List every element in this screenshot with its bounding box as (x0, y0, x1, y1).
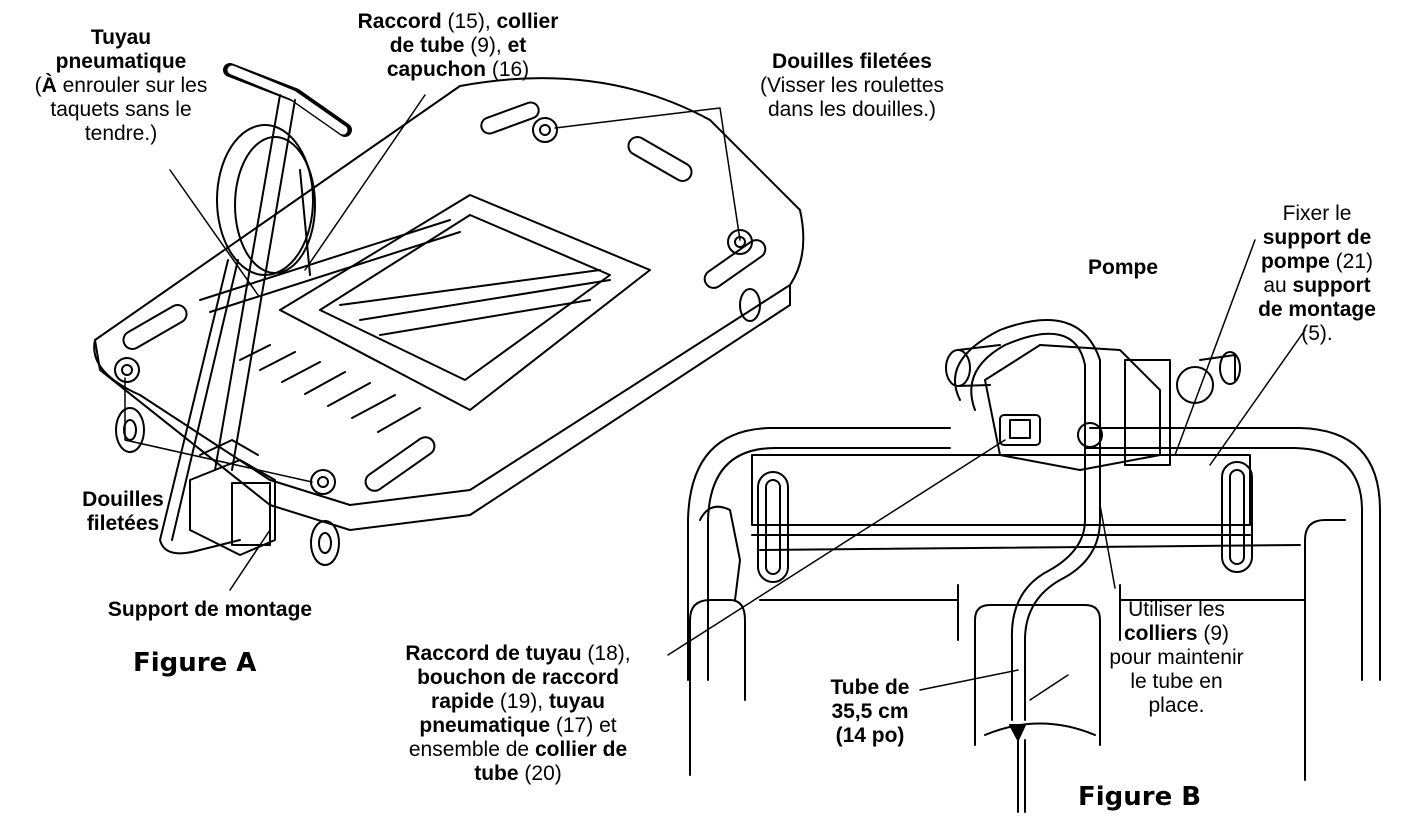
pump-unit (945, 344, 1241, 471)
figure-b-cart (687, 319, 1381, 813)
label-clamps-l5: place. (1148, 694, 1205, 717)
label-pump-text: Pompe (1087, 256, 1158, 279)
figure-b-caption: Figure B (1078, 782, 1202, 812)
label-hose-fitting: Raccord de tuyau (18), bouchon de raccor… (368, 642, 668, 786)
label-fitting-n1: (15), (441, 10, 497, 33)
label-fitting-b3a: et (507, 34, 527, 57)
label-hose-fitting-b4: tuyau (548, 690, 605, 713)
label-pump-bracket-b2: pompe (1260, 250, 1330, 273)
label-hose-fitting-n6: ensemble de (408, 738, 535, 761)
label-fitting-n2: (9), (464, 34, 508, 57)
label-pump-bracket-b4: de montage (1258, 298, 1376, 321)
label-pump-bracket-n3: au (1263, 274, 1293, 297)
label-threaded-sockets-left: Douilles filetées (68, 488, 178, 536)
label-tube-l1: Tube de (830, 676, 910, 699)
label-clamps-l1: Utiliser les (1128, 598, 1225, 621)
label-mount-bracket-text: Support de montage (107, 598, 313, 621)
label-clamps-l4: le tube en (1130, 670, 1223, 693)
threaded-sockets (114, 117, 753, 495)
label-threaded-top-title: Douilles filetées (772, 50, 932, 73)
label-air-hose-open: ( (34, 74, 42, 97)
figure-a-cart (93, 63, 805, 566)
label-hose-fitting-n5: (17) et (550, 714, 617, 737)
label-fitting-b2a: collier (496, 10, 559, 33)
label-threaded-left-2: filetées (86, 512, 160, 535)
figure-a-caption: Figure A (133, 648, 257, 678)
label-air-hose-rest-3: tendre.) (84, 122, 158, 145)
label-fitting-b1: Raccord (357, 10, 442, 33)
label-hose-fitting-b7: tube (474, 762, 519, 785)
label-air-hose-title-2: pneumatique (55, 50, 187, 73)
label-hose-fitting-n1: (18), (581, 642, 631, 665)
label-hose-fitting-b1: Raccord de tuyau (405, 642, 582, 665)
deck-ribs (199, 219, 461, 433)
leader-lines (124, 94, 1306, 701)
label-pump-bracket-b3: support (1292, 274, 1371, 297)
label-threaded-top-note-1: (Visser les roulettes (759, 74, 945, 97)
label-mount-bracket: Support de montage (70, 598, 350, 622)
suction-tube (954, 319, 1103, 813)
pump-box (189, 439, 276, 556)
label-air-hose-rest-1: enrouler sur les (56, 74, 208, 97)
label-fitting-n3: (16) (486, 58, 530, 81)
label-hose-fitting-b5: pneumatique (419, 714, 551, 737)
label-air-hose: Tuyau pneumatique (À enrouler sur les ta… (6, 26, 236, 146)
label-fitting-b3b: capuchon (386, 58, 486, 81)
label-pump-bracket: Fixer le support de pompe (21) au suppor… (1228, 202, 1406, 346)
label-threaded-top-note-2: dans les douilles.) (767, 98, 937, 121)
label-hose-fitting-n3: (19), (494, 690, 549, 713)
label-tube-l3: (14 po) (835, 724, 905, 747)
label-fitting-b2b: de tube (389, 34, 465, 57)
label-hose-fitting-b2: bouchon de raccord (417, 666, 619, 689)
label-air-hose-rest-2: taquets sans le (50, 98, 192, 121)
label-pump-bracket-b1: support de (1262, 226, 1372, 249)
frame-outline (687, 427, 1381, 681)
label-fitting: Raccord (15), collier de tube (9), et ca… (318, 10, 598, 82)
label-hose-fitting-b3: rapide (431, 690, 495, 713)
coiled-air-hose (159, 124, 316, 555)
label-clamps-b2: colliers (1123, 622, 1198, 645)
label-hose-fitting-b6: collier de (534, 738, 628, 761)
label-clamps-l3: pour maintenir (1109, 646, 1244, 669)
mounting-bracket (751, 454, 1251, 526)
label-clamps-n2: (9) (1197, 622, 1230, 645)
casters (115, 288, 761, 566)
label-threaded-left-1: Douilles (82, 488, 164, 511)
label-pump-bracket-n2: (21) (1329, 250, 1374, 273)
label-hose-fitting-n7: (20) (518, 762, 562, 785)
label-pump-bracket-n5: (5). (1301, 322, 1333, 345)
label-air-hose-a: À (41, 74, 57, 97)
label-threaded-sockets-top: Douilles filetées (Visser les roulettes … (722, 50, 982, 122)
label-pump-bracket-l1: Fixer le (1282, 202, 1352, 225)
label-air-hose-title-1: Tuyau (90, 26, 152, 49)
label-clamps: Utiliser les colliers (9) pour maintenir… (1094, 598, 1259, 718)
underside-casters (757, 461, 1253, 583)
label-pump: Pompe (1078, 256, 1168, 280)
label-tube: Tube de 35,5 cm (14 po) (800, 676, 940, 748)
t-handle (214, 63, 352, 471)
label-tube-l2: 35,5 cm (831, 700, 909, 723)
